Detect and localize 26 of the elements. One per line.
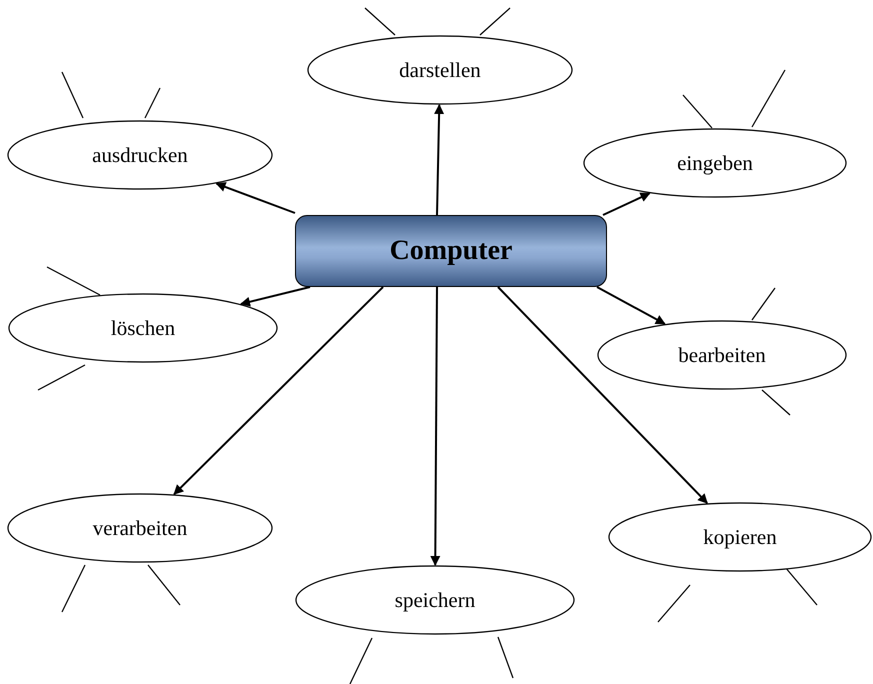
rounded-rectangle: [295, 215, 607, 287]
arrow: [173, 286, 384, 495]
ellipse-node: [7, 493, 273, 563]
arrow: [497, 286, 708, 504]
arrow: [596, 286, 666, 325]
node-label: eingeben: [677, 150, 753, 176]
arrow: [602, 192, 650, 216]
arrow: [216, 182, 296, 214]
node-label: kopieren: [703, 524, 777, 550]
node-label: bearbeiten: [678, 342, 766, 368]
node-label: darstellen: [399, 58, 481, 82]
ellipse-node: [8, 293, 278, 363]
node-label: speichern: [394, 588, 476, 612]
node-label: verarbeiten: [92, 516, 188, 540]
ellipse-node: [7, 120, 273, 190]
arrow: [240, 286, 310, 307]
ellipse-node: [295, 565, 575, 635]
ellipse-node: [597, 320, 847, 390]
arrow: [434, 104, 444, 216]
ellipse-node: [583, 128, 847, 198]
ellipse-node: [608, 502, 872, 572]
arrow: [430, 287, 440, 566]
node-label: löschen: [110, 316, 176, 340]
ellipse-node: [307, 35, 573, 105]
node-label: ausdrucken: [92, 142, 188, 168]
title-label: Computer: [390, 235, 512, 267]
